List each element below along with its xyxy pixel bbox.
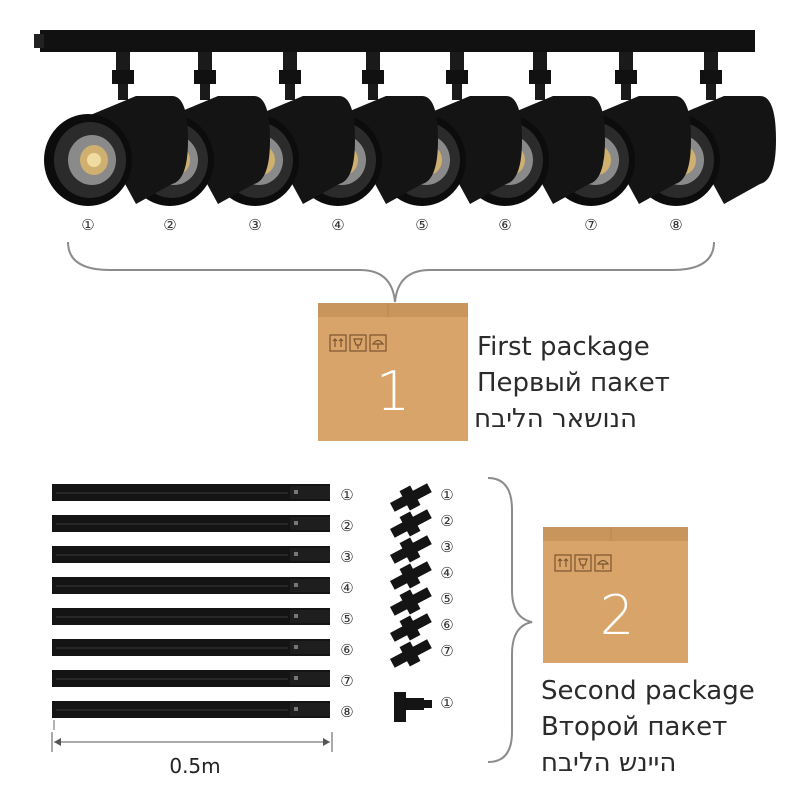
straight-connector-3-icon: [389, 535, 432, 564]
connector-number-2: ②: [440, 512, 454, 530]
rail-number-2: ②: [340, 517, 354, 535]
package-box-2: [543, 527, 688, 663]
track-rail-1-icon: [52, 484, 330, 501]
rail-number-4: ④: [340, 579, 354, 597]
spotlight-number-7: ⑦: [584, 216, 598, 234]
rail-number-7: ⑦: [340, 672, 354, 690]
brace-top: [67, 241, 715, 303]
straight-connector-4-icon: [389, 561, 432, 590]
package-2-label-he: היינש הליבח: [541, 748, 677, 778]
straight-connector-7-icon: [389, 639, 432, 668]
package-1-number: 1: [375, 360, 411, 423]
connector-number-5: ⑤: [440, 590, 454, 608]
connector-number-3: ③: [440, 538, 454, 556]
rail-number-5: ⑤: [340, 610, 354, 628]
straight-connector-6-icon: [389, 613, 432, 642]
spotlight-number-3: ③: [248, 216, 262, 234]
handling-icons: [554, 554, 612, 572]
corner-connector-number: ①: [440, 694, 454, 712]
connector-number-7: ⑦: [440, 642, 454, 660]
track-rail-2-icon: [52, 515, 330, 532]
rail-number-6: ⑥: [340, 641, 354, 659]
corner-connector-icon: [394, 692, 432, 722]
package-box-1: [318, 303, 468, 441]
spotlight-1-icon: [44, 52, 188, 206]
package-2-label-ru: Второй пакет: [541, 712, 728, 742]
track-rail-5-icon: [52, 608, 330, 625]
spotlight-number-4: ④: [331, 216, 345, 234]
package-1-label-ru: Первый пакет: [477, 368, 670, 398]
straight-connector-2-icon: [389, 509, 432, 538]
rail-number-8: ⑧: [340, 703, 354, 721]
rail-length-label: 0.5m: [169, 754, 221, 778]
package-1-label-en: First package: [477, 332, 650, 362]
brace-bottom: [487, 477, 533, 763]
package-1-label-he: הנושאר הליבח: [474, 404, 637, 434]
spotlights-illustration: [34, 30, 776, 206]
rail-number-1: ①: [340, 486, 354, 504]
connectors-illustration: [389, 483, 432, 722]
length-dimension: [51, 732, 333, 752]
spotlight-number-6: ⑥: [498, 216, 512, 234]
package-2-label-en: Second package: [541, 676, 755, 706]
spotlight-number-8: ⑧: [669, 216, 683, 234]
straight-connector-1-icon: [389, 483, 432, 512]
connector-number-1: ①: [440, 486, 454, 504]
track-rail-3-icon: [52, 546, 330, 563]
track-rail-4-icon: [52, 577, 330, 594]
spotlight-number-1: ①: [81, 216, 95, 234]
package-2-number: 2: [599, 584, 635, 647]
handling-icons: [329, 334, 387, 352]
straight-connector-5-icon: [389, 587, 432, 616]
spotlight-number-5: ⑤: [415, 216, 429, 234]
track-rail-8-icon: [52, 701, 330, 718]
rail-number-3: ③: [340, 548, 354, 566]
track-rail-6-icon: [52, 639, 330, 656]
spotlight-number-2: ②: [163, 216, 177, 234]
connector-number-4: ④: [440, 564, 454, 582]
track-rail-7-icon: [52, 670, 330, 687]
connector-number-6: ⑥: [440, 616, 454, 634]
track-rail-top: [40, 30, 755, 52]
rails-illustration: [52, 484, 330, 730]
